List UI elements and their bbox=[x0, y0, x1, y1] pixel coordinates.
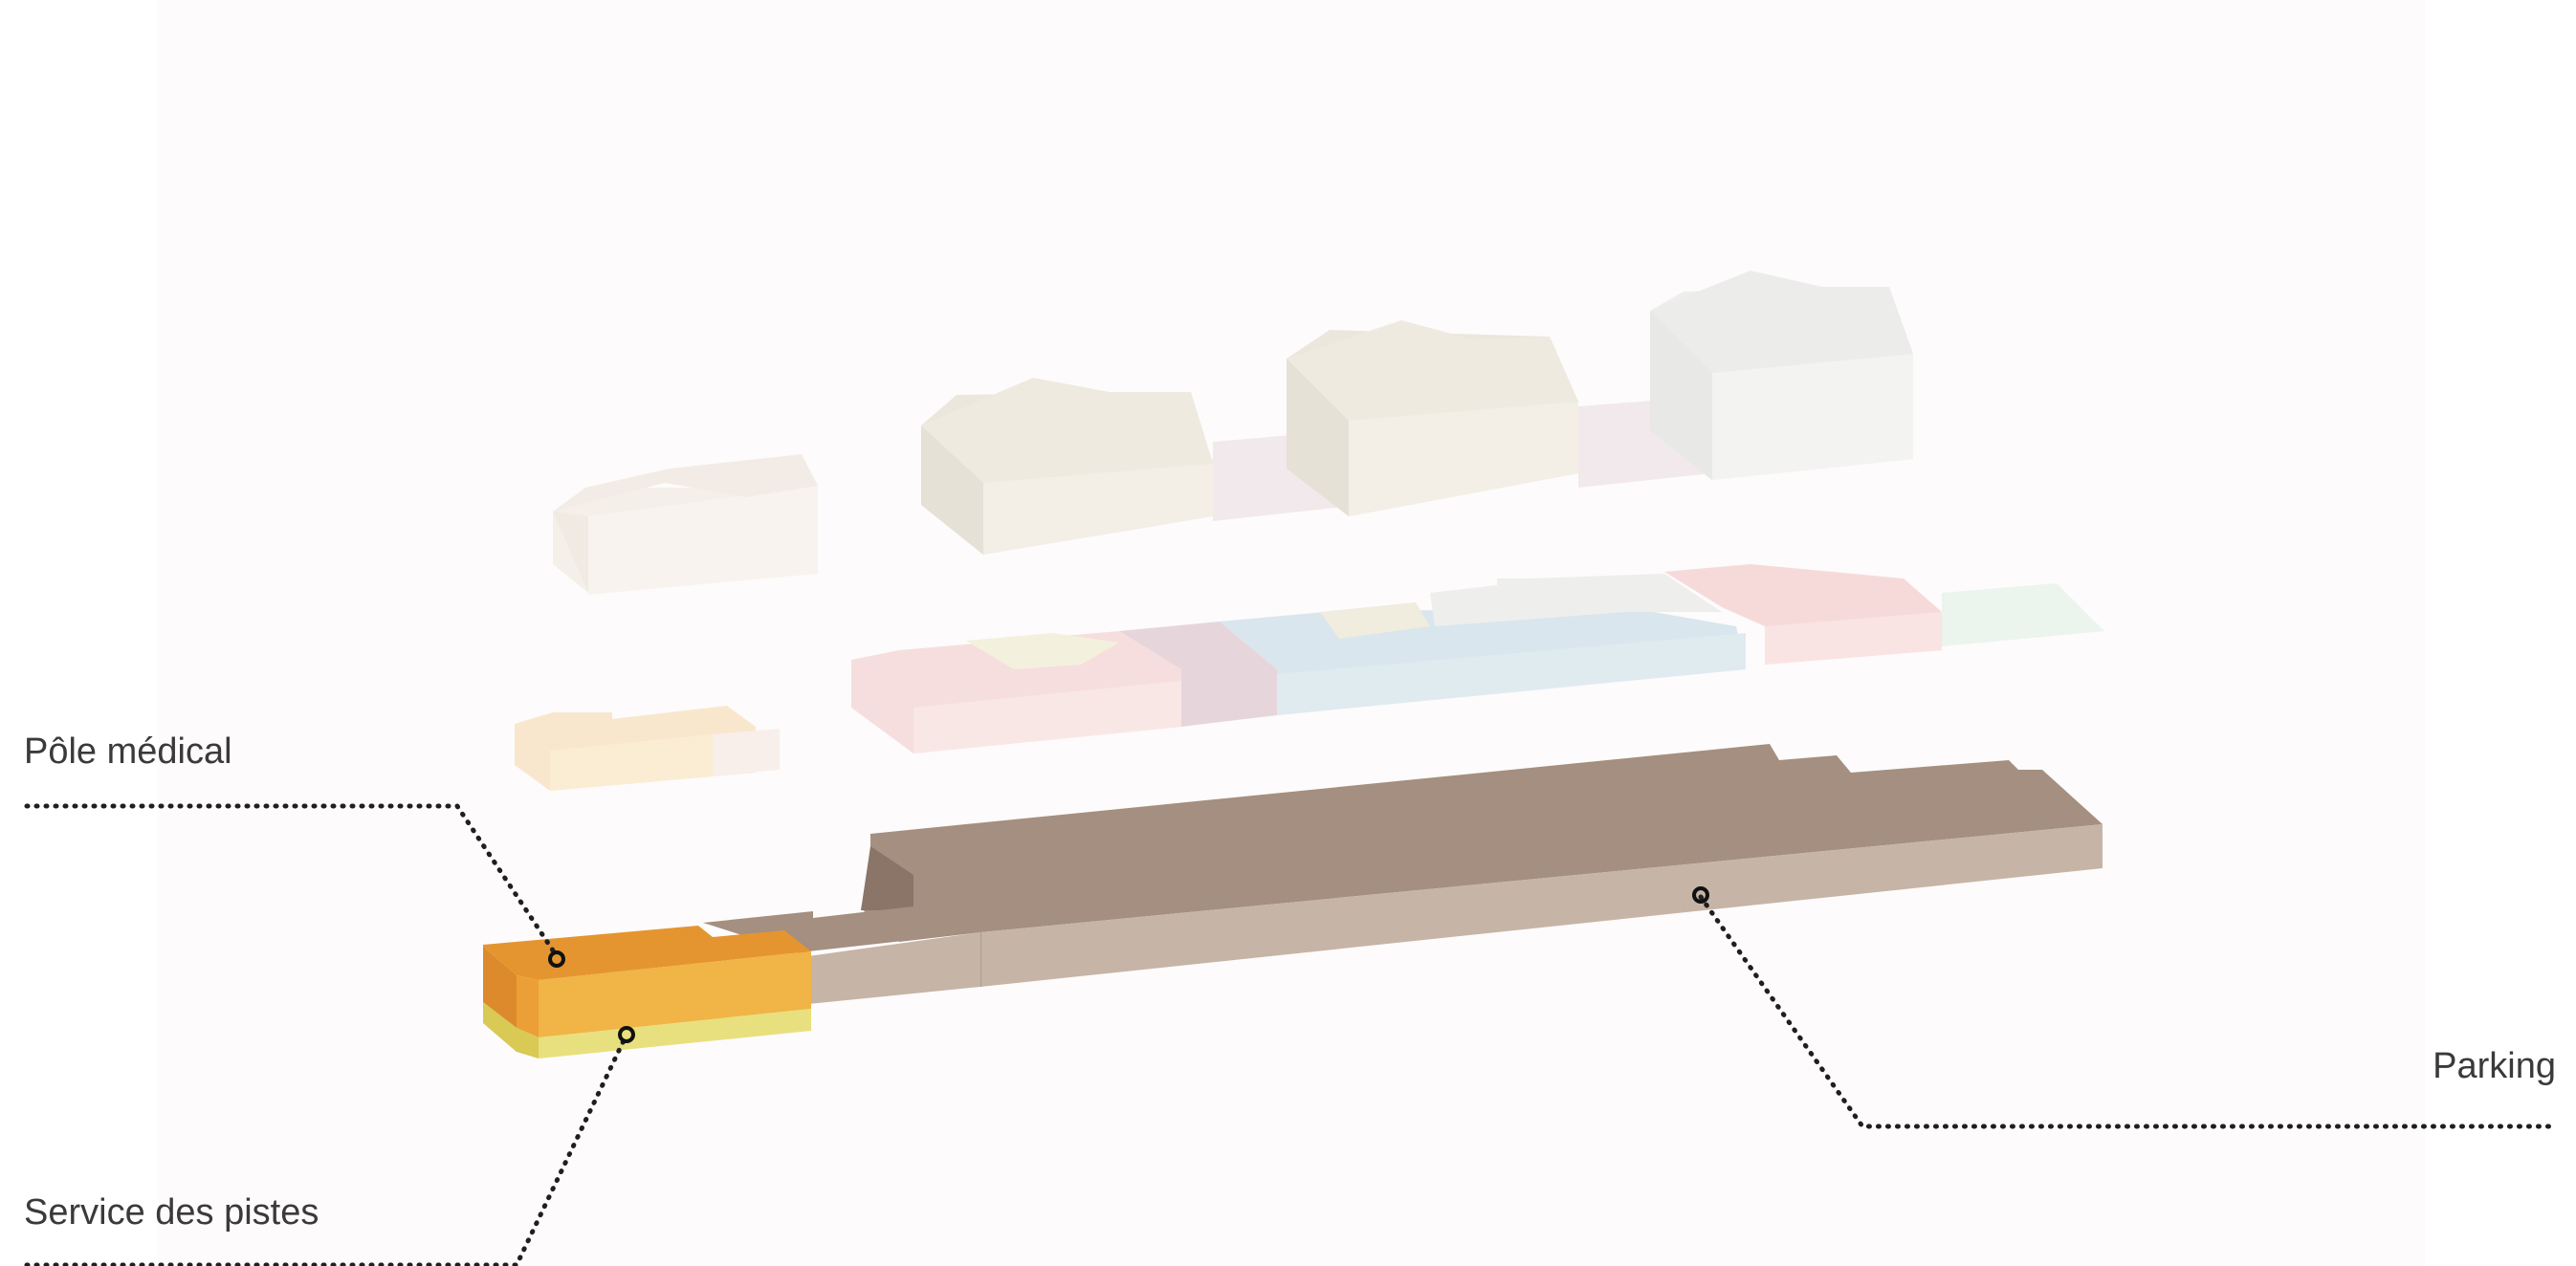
label-pole-medical: Pôle médical bbox=[24, 731, 232, 772]
label-service-des-pistes: Service des pistes bbox=[24, 1192, 319, 1233]
house-4 bbox=[1650, 271, 1913, 480]
label-parking: Parking bbox=[2433, 1046, 2556, 1086]
pole-medical-corner bbox=[517, 975, 539, 1037]
